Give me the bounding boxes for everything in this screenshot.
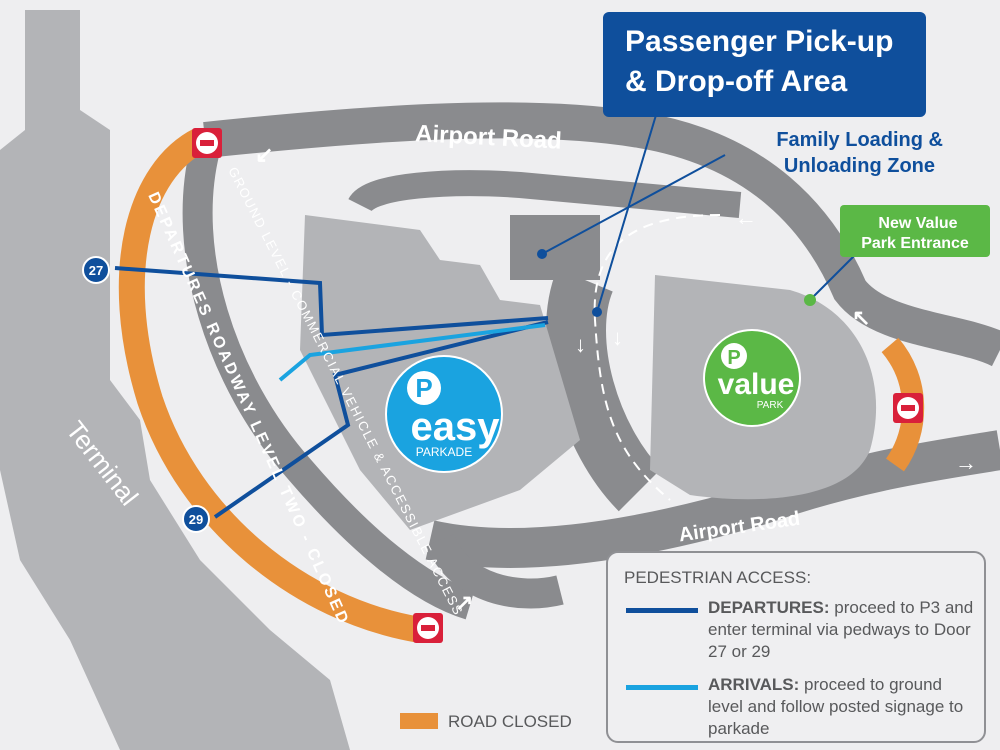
arrivals-heading: ARRIVALS: — [708, 675, 800, 694]
pointer-lines — [541, 84, 856, 313]
parkade-label: PARKADE — [416, 445, 472, 459]
parking-icon — [721, 343, 747, 369]
park-label: PARK — [757, 400, 784, 411]
value-entrance-label-1: New Value — [878, 215, 957, 232]
road-closed-swatch — [400, 713, 438, 729]
airport-road-bottom — [425, 430, 1000, 568]
departures-text: proceed to P3 and enter terminal via ped… — [708, 598, 974, 661]
roads — [182, 102, 1000, 620]
door-29-label: 29 — [189, 512, 203, 527]
arrow-down-icon: ↓ — [575, 332, 586, 357]
parking-icon-letter: P — [727, 347, 740, 369]
arrivals-path — [278, 323, 546, 382]
legend-title: PEDESTRIAN ACCESS: — [624, 568, 812, 587]
value-entrance-box — [840, 205, 990, 257]
entrance-marker — [804, 294, 816, 306]
pickup-dropoff-callout: Passenger Pick-up & Drop-off Area — [603, 12, 926, 117]
family-zone-marker — [537, 249, 547, 259]
terminal-building — [0, 10, 350, 750]
value-label: value — [718, 368, 795, 401]
bottom-loop — [426, 533, 564, 609]
airport-road-top — [203, 102, 1000, 367]
door-29-marker — [182, 505, 210, 533]
value-entrance-label-2: Park Entrance — [861, 235, 969, 252]
pickup-marker — [592, 307, 602, 317]
family-zone-label-1: Family Loading & — [776, 129, 943, 151]
callout-line-2: & Drop-off Area — [625, 65, 848, 98]
inner-loop — [348, 170, 742, 218]
no-entry-icon — [192, 128, 222, 158]
arrivals-text: proceed to ground level and follow poste… — [708, 675, 964, 738]
road-closed-label: ROAD CLOSED — [448, 712, 572, 731]
arrow-right-icon: ↗ — [455, 590, 473, 615]
door-27-marker — [82, 256, 110, 284]
pickup-lane — [546, 268, 662, 512]
departures-heading: DEPARTURES: — [708, 598, 830, 617]
no-entry-icon — [413, 613, 443, 643]
departures-path — [114, 266, 549, 519]
parking-icon — [407, 371, 441, 405]
no-entry-icon — [893, 393, 923, 423]
arrow-up-left-icon: ↖ — [852, 305, 870, 330]
arrow-left-icon: ↙ — [255, 142, 273, 167]
family-zone-label-2: Unloading Zone — [784, 155, 935, 177]
arrow-right-icon: → — [955, 450, 977, 475]
lane-divider — [593, 214, 721, 501]
door-27-label: 27 — [89, 263, 103, 278]
ground-level-road — [182, 146, 475, 620]
legend: PEDESTRIAN ACCESS: DEPARTURES: proceed t… — [606, 551, 986, 743]
legend-departures: DEPARTURES: proceed to P3 and enter term… — [708, 597, 978, 663]
departures-swatch — [626, 608, 698, 613]
legend-arrivals: ARRIVALS: proceed to ground level and fo… — [708, 674, 978, 740]
arrow-left-icon: ← — [735, 205, 757, 230]
road-closed-key: ROAD CLOSED — [400, 712, 572, 732]
arrivals-swatch — [626, 685, 698, 690]
callout-line-1: Passenger Pick-up — [625, 25, 894, 58]
closed-departures-roadway — [118, 128, 423, 643]
easy-label: easy — [411, 405, 501, 449]
arrow-down-icon: ↓ — [612, 325, 623, 350]
parking-icon-letter: P — [415, 373, 432, 403]
